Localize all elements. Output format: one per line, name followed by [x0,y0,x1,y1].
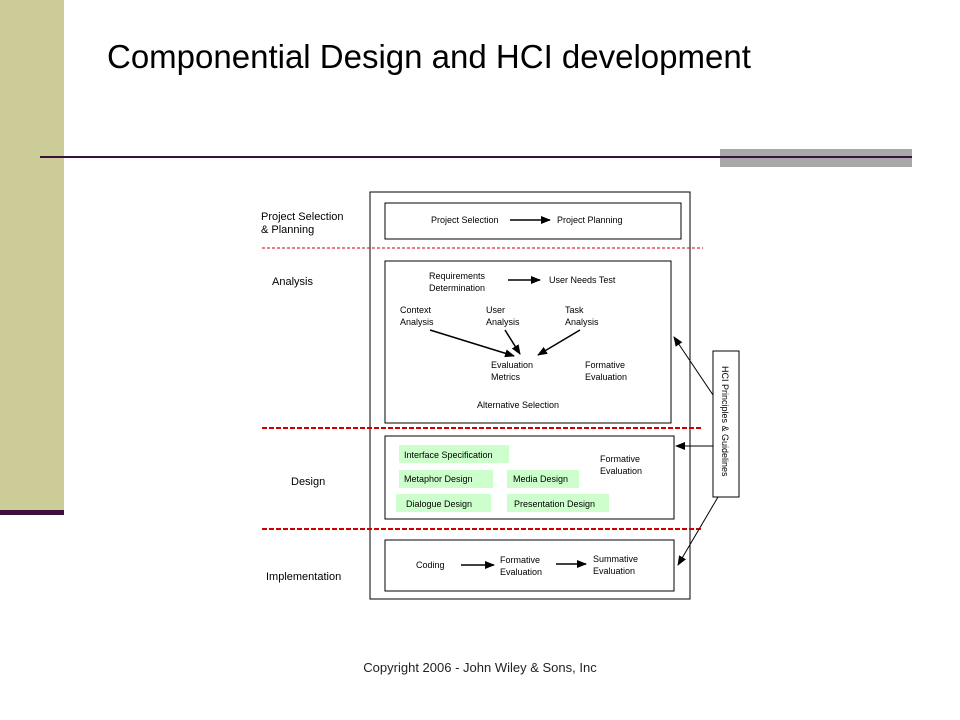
node-box-dialogue-design [396,494,491,512]
node-box-alternative-selection [473,396,588,413]
title-rule-cap [720,156,912,158]
stage-label-implementation: Implementation [266,571,341,583]
node-task-analysis-line1: Task [565,305,584,315]
node-box-coding [411,555,461,574]
node-box-presentation-design [507,494,609,512]
node-box-media-design [507,470,579,488]
node-alternative-selection: Alternative Selection [477,400,559,410]
node-user-needs-test: User Needs Test [549,275,616,285]
node-interface-specification: Interface Specification [404,450,493,460]
outer-frame [369,191,691,600]
node-box-formative-evaluation-analysis [581,357,633,384]
node-evaluation-metrics-line1: Evaluation [491,360,533,370]
node-project-selection: Project Selection [431,215,499,225]
node-requirements-line1: Requirements [429,271,486,281]
arrow-user-to-metrics [504,329,521,355]
node-formative-evaluation-analysis-line2: Evaluation [585,372,627,382]
node-formative-evaluation-design-line1: Formative [600,454,640,464]
node-summative-evaluation-line2: Evaluation [593,566,635,576]
slide-footer-copyright: Copyright 2006 - John Wiley & Sons, Inc [363,660,597,675]
left-accent-band [0,0,64,512]
node-project-planning: Project Planning [557,215,623,225]
stage-label-planning: Project Selection [261,211,344,223]
node-box-metaphor-design [399,470,493,488]
node-box-interface-specification [399,445,509,463]
implementation-phase-box [384,539,675,592]
node-box-formative-evaluation-impl [496,552,556,579]
node-box-task-analysis [561,302,613,330]
node-task-analysis-line2: Analysis [565,317,599,327]
design-phase-box [384,435,675,520]
node-formative-evaluation-impl-line2: Evaluation [500,567,542,577]
node-user-analysis-line2: Analysis [486,317,520,327]
node-metaphor-design: Metaphor Design [404,474,473,484]
arrow-principles-to-implementation [677,496,719,566]
node-context-analysis-line1: Context [400,305,432,315]
stage-label-analysis: Analysis [272,276,313,288]
node-box-project-selection [427,211,510,229]
node-formative-evaluation-design-line2: Evaluation [600,466,642,476]
arrow-context-to-metrics [429,329,515,358]
hci-principles-label: HCI Principles & Guidelines [720,366,730,477]
node-box-context-analysis [396,302,446,330]
node-box-user-needs-test [545,271,658,288]
stage-label-design: Design [291,476,325,488]
slide-title: Componential Design and HCI development [107,38,751,75]
node-coding: Coding [416,560,445,570]
analysis-phase-box [384,260,672,424]
node-box-formative-evaluation-design [596,451,652,478]
hci-principles-box [712,350,740,498]
left-band-underline [0,510,64,515]
node-box-user-analysis [482,302,534,330]
node-box-summative-evaluation [589,550,655,578]
stage-label-planning-line2: & Planning [261,224,314,236]
node-box-evaluation-metrics [487,357,552,384]
node-media-design: Media Design [513,474,568,484]
title-rule-accent-block [720,149,912,167]
arrow-principles-to-analysis [673,336,714,396]
planning-phase-box [384,202,682,240]
node-context-analysis-line2: Analysis [400,317,434,327]
node-formative-evaluation-analysis-line1: Formative [585,360,625,370]
node-evaluation-metrics-line2: Metrics [491,372,520,382]
node-dialogue-design: Dialogue Design [406,499,472,509]
arrow-task-to-metrics [537,329,581,356]
node-box-project-planning [553,211,639,229]
node-user-analysis-line1: User [486,305,505,315]
node-summative-evaluation-line1: Summative [593,554,638,564]
node-requirements-line2: Determination [429,283,485,293]
node-box-requirements [425,267,508,294]
title-rule [40,156,912,158]
node-formative-evaluation-impl-line1: Formative [500,555,540,565]
node-presentation-design: Presentation Design [514,499,595,509]
